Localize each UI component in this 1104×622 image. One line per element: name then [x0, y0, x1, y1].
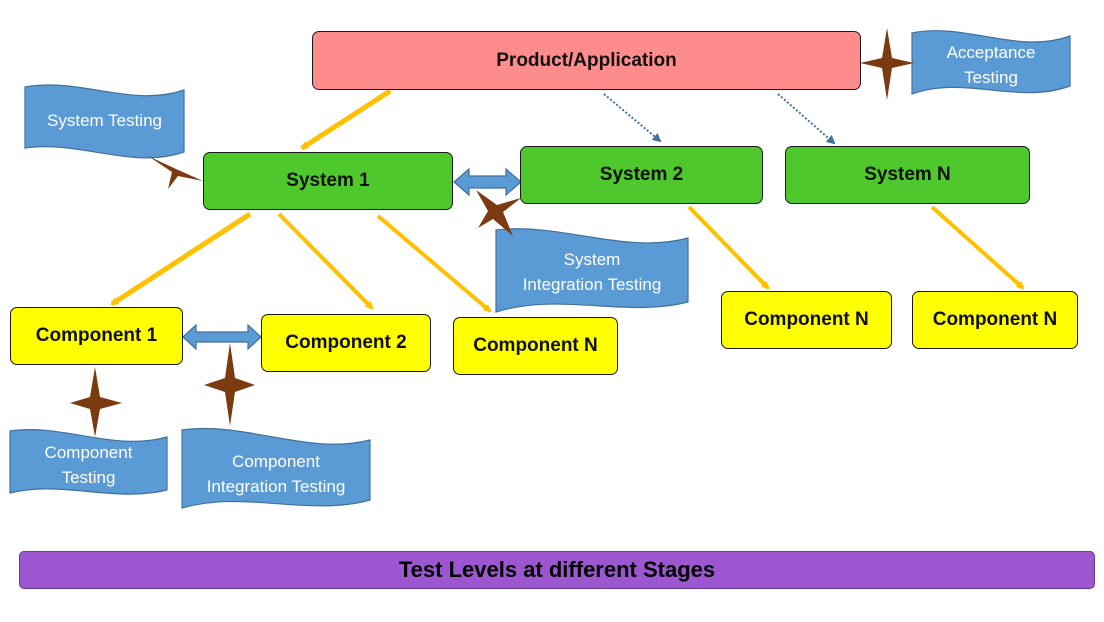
- component-n-box-3: Component N: [912, 291, 1078, 349]
- acceptance-testing-line2: Testing: [964, 68, 1018, 87]
- acceptance-star-icon: [860, 28, 914, 100]
- system-integration-testing-flag: [495, 228, 689, 313]
- dotted-arrow-product-to-systemN: [777, 93, 836, 145]
- system-integration-line1: System: [563, 250, 621, 269]
- system-testing-line1: System Testing: [47, 111, 162, 130]
- component-2-box: Component 2: [261, 314, 431, 372]
- system-integration-star-icon: [476, 190, 521, 236]
- system-2-box: System 2: [520, 146, 763, 204]
- dotted-arrow-product-to-system2: [603, 93, 662, 143]
- component-integration-line1: Component: [232, 452, 320, 471]
- system-testing-star-icon: [148, 156, 203, 189]
- acceptance-testing-flag: [911, 30, 1071, 95]
- arrow-system2-to-componentN: [687, 205, 770, 290]
- component-integration-star-icon: [204, 343, 255, 426]
- component-integration-testing-flag: [181, 427, 371, 509]
- component-integration-testing-label: Component Integration Testing: [182, 449, 370, 499]
- acceptance-testing-label: Acceptance Testing: [915, 40, 1067, 90]
- double-arrow-component1-component2: [182, 323, 262, 351]
- system-1-box: System 1: [203, 152, 453, 210]
- component-testing-line2: Testing: [61, 468, 116, 487]
- arrow-product-to-system1: [300, 88, 392, 151]
- component-n-box-2: Component N: [721, 291, 892, 349]
- arrow-system1-to-componentN: [376, 214, 492, 313]
- component-testing-label: Component Testing: [10, 440, 167, 490]
- component-1-box: Component 1: [10, 307, 183, 365]
- test-levels-banner: Test Levels at different Stages: [19, 551, 1095, 589]
- component-integration-line2: Integration Testing: [206, 477, 346, 496]
- system-integration-line2: Integration Testing: [522, 275, 662, 294]
- system-n-box: System N: [785, 146, 1030, 204]
- component-testing-flag: [9, 429, 168, 495]
- double-arrow-system1-system2: [453, 167, 522, 197]
- product-application-box: Product/Application: [312, 31, 861, 90]
- acceptance-testing-line1: Acceptance: [946, 43, 1036, 62]
- arrow-system1-to-component2: [277, 212, 374, 310]
- arrow-systemN-to-componentN: [930, 205, 1025, 290]
- arrow-system1-to-component1: [110, 211, 252, 307]
- component-testing-star-icon: [70, 367, 122, 437]
- component-testing-line1: Component: [44, 443, 133, 462]
- system-testing-label: System Testing: [25, 108, 184, 133]
- system-integration-testing-label: System Integration Testing: [496, 247, 688, 297]
- system-testing-flag: [24, 84, 185, 159]
- component-n-box-1: Component N: [453, 317, 618, 375]
